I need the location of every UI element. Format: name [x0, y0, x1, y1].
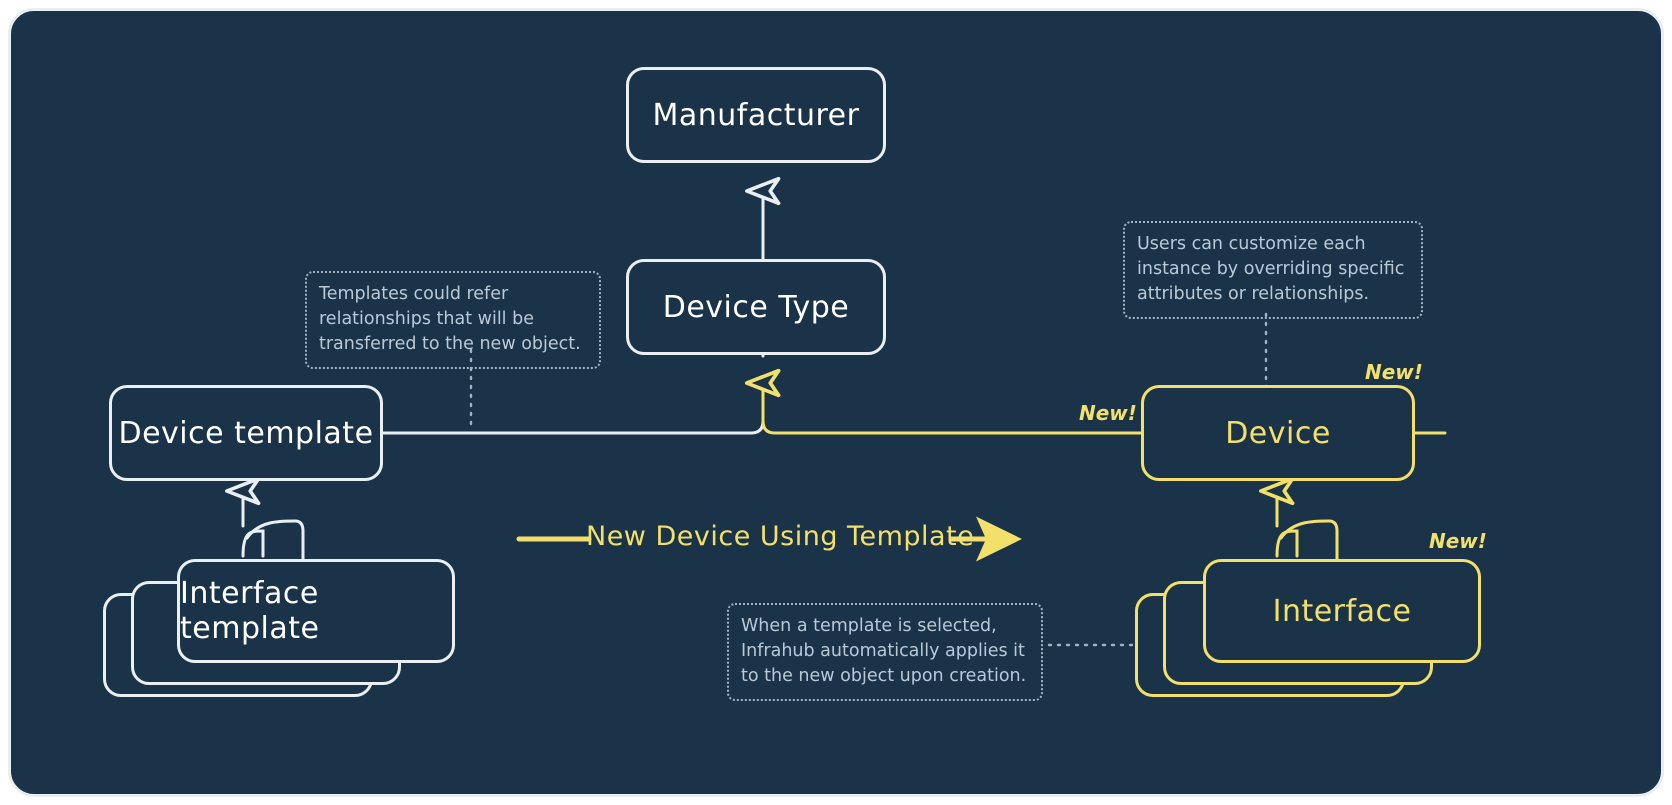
- node-device-type[interactable]: Device Type: [626, 259, 886, 355]
- node-device-type-label: Device Type: [662, 289, 850, 325]
- note-templates-refer: Templates could refer relationships that…: [305, 271, 601, 369]
- center-arrow-label: New Device Using Template: [586, 521, 975, 552]
- node-manufacturer-label: Manufacturer: [652, 97, 860, 133]
- badge-new-device-edge: New!: [1079, 401, 1137, 425]
- note-users-customize: Users can customize each instance by ove…: [1123, 221, 1423, 319]
- white-connectors: [225, 176, 781, 561]
- node-device-template[interactable]: Device template: [109, 385, 383, 481]
- node-interface-template[interactable]: Interface template: [177, 559, 455, 663]
- node-interface-template-label: Interface template: [180, 576, 320, 646]
- node-device-label: Device: [1225, 415, 1331, 451]
- diagram-board: Manufacturer Device Type Device template…: [8, 8, 1664, 797]
- node-device-template-label: Device template: [118, 415, 374, 451]
- node-interface-label: Interface: [1272, 593, 1412, 629]
- node-interface[interactable]: Interface: [1203, 559, 1481, 663]
- badge-new-device-box: New!: [1365, 360, 1423, 384]
- node-device[interactable]: Device: [1141, 385, 1415, 481]
- note-template-selected: When a template is selected, Infrahub au…: [727, 603, 1043, 701]
- node-manufacturer[interactable]: Manufacturer: [626, 67, 886, 163]
- badge-new-interface-box: New!: [1429, 529, 1487, 553]
